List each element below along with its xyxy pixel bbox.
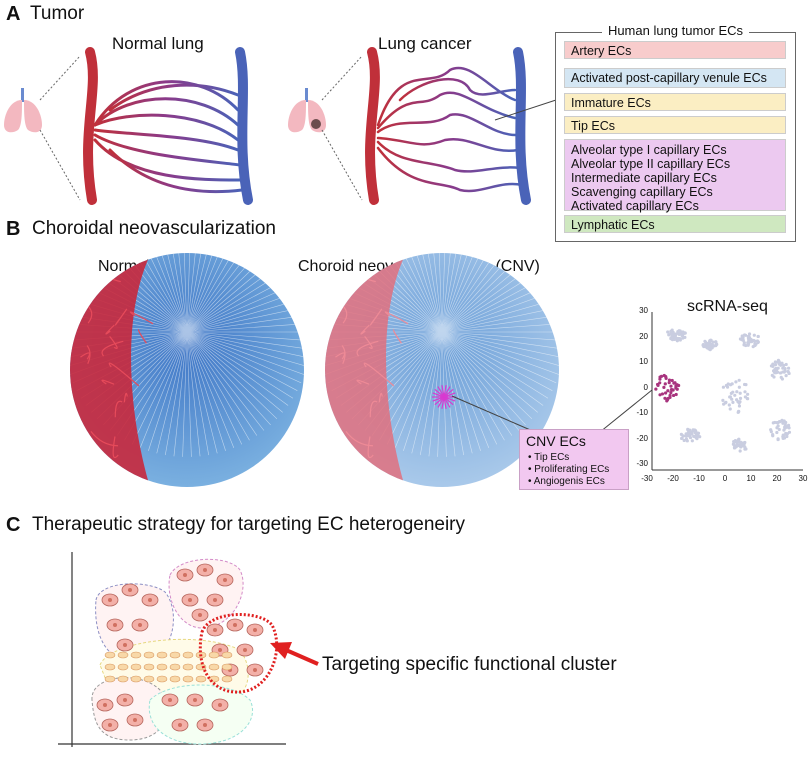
panel-b-title: Choroidal neovascularization (32, 218, 276, 239)
target-cluster-outline (198, 613, 279, 694)
ec-item: Immature ECs (571, 96, 651, 110)
ec-group-3: Tip ECs (564, 116, 786, 134)
ec-group-5: Lymphatic ECs (564, 215, 786, 233)
panel-a-title: Tumor (30, 3, 85, 24)
y-tick-label: -10 (636, 408, 648, 417)
x-tick-label: -30 (641, 474, 653, 483)
ec-group-1: Activated post-capillary venule ECs (564, 68, 786, 88)
lung-cancer-vessels (365, 47, 531, 205)
zoom-lines (39, 55, 363, 201)
x-tick-label: -10 (693, 474, 705, 483)
panel-b-letter: B (6, 218, 21, 240)
normal-choroid (70, 253, 304, 487)
y-tick-label: 30 (639, 306, 648, 315)
y-tick-label: 10 (639, 357, 648, 366)
ec-item: Activated capillary ECs (571, 199, 699, 213)
panel-a-letter: A (6, 3, 21, 25)
lung-icon-normal (4, 88, 42, 133)
cnv-ecs-title: CNV ECs (526, 433, 586, 449)
cnv-choroid (325, 253, 559, 487)
cell-clusters (91, 558, 279, 745)
ec-group-2: Immature ECs (564, 93, 786, 111)
ec-item: Activated post-capillary venule ECs (571, 71, 767, 85)
cnv-ecs-box: CNV ECs Tip ECsProliferating ECsAngiogen… (519, 429, 629, 490)
lung-cancer-label: Lung cancer (378, 34, 472, 53)
scrna-seq-label: scRNA-seq (687, 298, 768, 315)
x-tick-label: 20 (772, 474, 782, 483)
ec-item: Lymphatic ECs (571, 218, 655, 232)
panel-c-axes (58, 552, 286, 747)
x-tick-label: 10 (746, 474, 756, 483)
ec-item: Tip ECs (571, 119, 615, 133)
ec-item: Alveolar type I capillary ECs (571, 143, 727, 157)
ec-item: Intermediate capillary ECs (571, 171, 717, 185)
panel-c-title: Therapeutic strategy for targeting EC he… (32, 514, 466, 535)
connector-line-a (494, 99, 557, 121)
normal-lung-vessels (83, 47, 253, 205)
targeting-label: Targeting specific functional cluster (322, 654, 617, 675)
normal-lung-label: Normal lung (112, 34, 204, 53)
x-tick-label: 0 (722, 474, 728, 483)
cnv-ec-item: Proliferating ECs (528, 464, 609, 476)
x-tick-label: 30 (798, 474, 808, 483)
cnv-ec-item: Tip ECs (528, 452, 609, 464)
cnv-lesion (432, 385, 456, 409)
connector-line-b2 (599, 389, 653, 433)
y-tick-label: -20 (636, 433, 648, 443)
x-tick-label: -20 (667, 474, 679, 483)
connector-line-b1 (451, 395, 536, 433)
ec-legend-title: Human lung tumor ECs (601, 23, 750, 38)
y-tick-label: 20 (639, 331, 648, 341)
lung-icon-cancer (288, 88, 326, 133)
ec-group-0: Artery ECs (564, 41, 786, 59)
y-tick-label: 0 (643, 382, 648, 392)
ec-item: Artery ECs (571, 44, 632, 58)
ec-item: Scavenging capillary ECs (571, 185, 713, 199)
ec-item: Alveolar type II capillary ECs (571, 157, 731, 171)
panel-c-letter: C (6, 514, 21, 536)
scrna-plot (651, 312, 803, 471)
cnv-ec-item: Angiogenis ECs (528, 476, 609, 488)
target-arrow (270, 642, 319, 666)
y-tick-label: -30 (636, 459, 648, 468)
